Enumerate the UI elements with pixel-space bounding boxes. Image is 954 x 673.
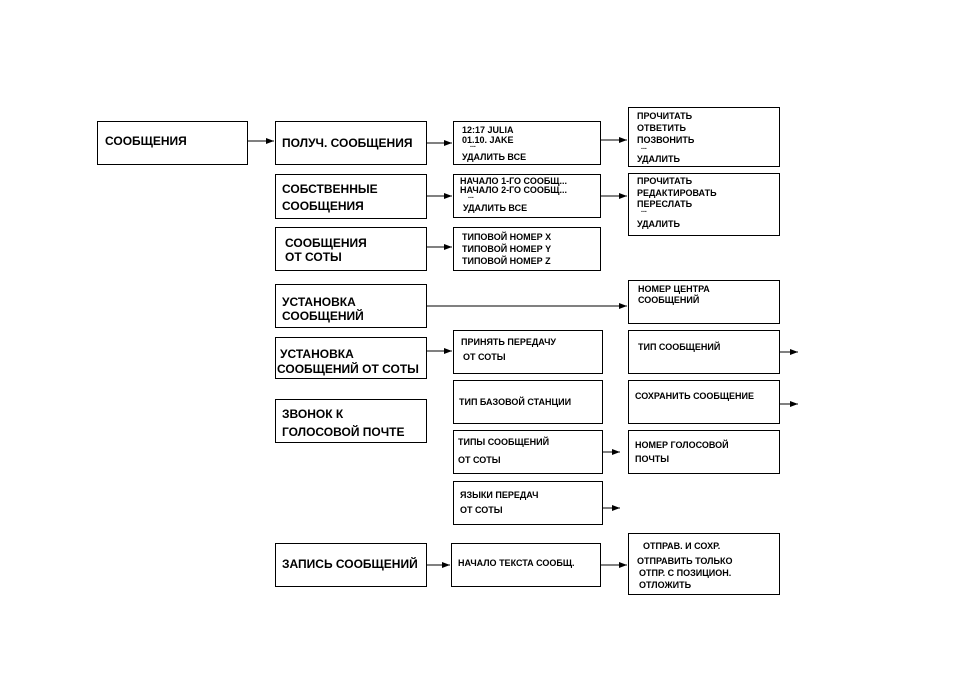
broadcast-languages-label-1: ЯЗЫКИ ПЕРЕДАЧ bbox=[460, 490, 539, 500]
cell-item-x[interactable]: ТИПОВОЙ НОМЕР X bbox=[462, 232, 552, 242]
own-messages-label-2: СООБЩЕНИЯ bbox=[282, 199, 364, 213]
cell-messages-box[interactable]: СООБЩЕНИЯ ОТ СОТЫ bbox=[275, 227, 427, 271]
send-and-save[interactable]: ОТПРАВ. И СОХР. bbox=[643, 541, 721, 551]
message-type-label: ТИП СООБЩЕНИЙ bbox=[638, 342, 721, 352]
own-list-box[interactable]: НАЧАЛО 1-ГО СООБЩ... НАЧАЛО 2-ГО СООБЩ..… bbox=[453, 174, 601, 218]
message-settings-box[interactable]: УСТАНОВКА СООБЩЕНИЙ bbox=[275, 284, 427, 328]
menu-ellipsis: ... bbox=[641, 144, 647, 151]
send-only[interactable]: ОТПРАВИТЬ ТОЛЬКО bbox=[637, 556, 733, 566]
own-messages-label-1: СОБСТВЕННЫЕ bbox=[282, 182, 378, 196]
text-start-label: НАЧАЛО ТЕКСТА СООБЩ. bbox=[458, 558, 575, 568]
cell-messages-label-2: ОТ СОТЫ bbox=[285, 250, 342, 264]
menu-call[interactable]: ПОЗВОНИТЬ bbox=[637, 135, 695, 145]
inbox-item-2[interactable]: 01.10. JAKE bbox=[462, 135, 514, 145]
own-delete-all[interactable]: УДАЛИТЬ ВСЕ bbox=[463, 203, 528, 213]
own-menu-box[interactable]: ПРОЧИТАТЬ РЕДАКТИРОВАТЬ ПЕРЕСЛАТЬ ... УД… bbox=[628, 173, 780, 236]
send-menu-box[interactable]: ОТПРАВ. И СОХР. ОТПРАВИТЬ ТОЛЬКО ОТПР. С… bbox=[628, 533, 780, 595]
cell-settings-label-2: СООБЩЕНИЙ ОТ СОТЫ bbox=[277, 362, 419, 376]
menu-reply[interactable]: ОТВЕТИТЬ bbox=[637, 123, 686, 133]
accept-broadcast-label-1: ПРИНЯТЬ ПЕРЕДАЧУ bbox=[461, 337, 557, 347]
received-messages-label: ПОЛУЧ. СООБЩЕНИЯ bbox=[282, 136, 413, 150]
cell-settings-label-1: УСТАНОВКА bbox=[280, 347, 354, 361]
own-messages-box[interactable]: СОБСТВЕННЫЕ СООБЩЕНИЯ bbox=[275, 174, 427, 219]
write-messages-label: ЗАПИСЬ СООБЩЕНИЙ bbox=[282, 557, 418, 571]
save-message-label: СОХРАНИТЬ СООБЩЕНИЕ bbox=[635, 391, 754, 401]
messages-box[interactable]: СООБЩЕНИЯ bbox=[97, 121, 248, 165]
inbox-delete-all[interactable]: УДАЛИТЬ ВСЕ bbox=[462, 152, 527, 162]
message-center-number-label-1: НОМЕР ЦЕНТРА bbox=[638, 284, 710, 294]
voicemail-number-label-2: ПОЧТЫ bbox=[635, 454, 670, 464]
own-menu-forward[interactable]: ПЕРЕСЛАТЬ bbox=[637, 199, 693, 209]
own-item-2[interactable]: НАЧАЛО 2-ГО СООБЩ... bbox=[460, 185, 567, 195]
own-ellipsis: ... bbox=[468, 193, 474, 200]
inbox-ellipsis: ... bbox=[470, 142, 476, 149]
message-center-number-label-2: СООБЩЕНИЙ bbox=[638, 295, 700, 305]
save-message-box[interactable]: СОХРАНИТЬ СООБЩЕНИЕ bbox=[628, 380, 780, 424]
own-item-1[interactable]: НАЧАЛО 1-ГО СООБЩ... bbox=[460, 176, 567, 186]
menu-read[interactable]: ПРОЧИТАТЬ bbox=[637, 111, 693, 121]
inbox-item-1[interactable]: 12:17 JULIA bbox=[462, 125, 514, 135]
broadcast-languages-label-2: ОТ СОТЫ bbox=[460, 505, 503, 515]
own-menu-ellipsis: ... bbox=[641, 207, 647, 214]
broadcast-languages-box[interactable]: ЯЗЫКИ ПЕРЕДАЧ ОТ СОТЫ bbox=[453, 481, 603, 525]
voicemail-call-label-2: ГОЛОСОВОЙ ПОЧТЕ bbox=[282, 425, 405, 439]
own-menu-read[interactable]: ПРОЧИТАТЬ bbox=[637, 176, 693, 186]
cell-messages-label-1: СООБЩЕНИЯ bbox=[285, 236, 367, 250]
menu-delete[interactable]: УДАЛИТЬ bbox=[637, 154, 680, 164]
own-menu-delete[interactable]: УДАЛИТЬ bbox=[637, 219, 680, 229]
voicemail-number-box[interactable]: НОМЕР ГОЛОСОВОЙ ПОЧТЫ bbox=[628, 430, 780, 474]
accept-broadcast-box[interactable]: ПРИНЯТЬ ПЕРЕДАЧУ ОТ СОТЫ bbox=[453, 330, 603, 374]
postpone[interactable]: ОТЛОЖИТЬ bbox=[639, 580, 692, 590]
messages-label: СООБЩЕНИЯ bbox=[105, 134, 187, 148]
message-types-box[interactable]: ТИПЫ СООБЩЕНИЙ ОТ СОТЫ bbox=[453, 430, 603, 474]
received-messages-box[interactable]: ПОЛУЧ. СООБЩЕНИЯ bbox=[275, 121, 427, 165]
read-menu-box[interactable]: ПРОЧИТАТЬ ОТВЕТИТЬ ПОЗВОНИТЬ ... УДАЛИТЬ bbox=[628, 107, 780, 167]
message-center-number-box[interactable]: НОМЕР ЦЕНТРА СООБЩЕНИЙ bbox=[628, 280, 780, 324]
write-messages-box[interactable]: ЗАПИСЬ СООБЩЕНИЙ bbox=[275, 543, 427, 587]
message-types-label-1: ТИПЫ СООБЩЕНИЙ bbox=[458, 437, 550, 447]
message-settings-label-1: УСТАНОВКА bbox=[282, 295, 356, 309]
message-types-label-2: ОТ СОТЫ bbox=[458, 455, 501, 465]
cell-list-box[interactable]: ТИПОВОЙ НОМЕР X ТИПОВОЙ НОМЕР Y ТИПОВОЙ … bbox=[453, 227, 601, 271]
send-with-position[interactable]: ОТПР. С ПОЗИЦИОН. bbox=[639, 568, 732, 578]
base-station-type-box[interactable]: ТИП БАЗОВОЙ СТАНЦИИ bbox=[453, 380, 603, 424]
voicemail-number-label-1: НОМЕР ГОЛОСОВОЙ bbox=[635, 440, 729, 450]
base-station-type-label: ТИП БАЗОВОЙ СТАНЦИИ bbox=[459, 397, 572, 407]
message-settings-label-2: СООБЩЕНИЙ bbox=[282, 309, 364, 323]
accept-broadcast-label-2: ОТ СОТЫ bbox=[463, 352, 506, 362]
inbox-list-box[interactable]: 12:17 JULIA 01.10. JAKE ... УДАЛИТЬ ВСЕ bbox=[453, 121, 601, 165]
own-menu-edit[interactable]: РЕДАКТИРОВАТЬ bbox=[637, 188, 717, 198]
cell-item-y[interactable]: ТИПОВОЙ НОМЕР Y bbox=[462, 244, 552, 254]
cell-settings-box[interactable]: УСТАНОВКА СООБЩЕНИЙ ОТ СОТЫ bbox=[275, 337, 427, 379]
text-start-box[interactable]: НАЧАЛО ТЕКСТА СООБЩ. bbox=[451, 543, 601, 587]
voicemail-call-label-1: ЗВОНОК К bbox=[282, 407, 344, 421]
voicemail-call-box[interactable]: ЗВОНОК К ГОЛОСОВОЙ ПОЧТЕ bbox=[275, 399, 427, 443]
cell-item-z[interactable]: ТИПОВОЙ НОМЕР Z bbox=[462, 256, 551, 266]
message-type-box[interactable]: ТИП СООБЩЕНИЙ bbox=[628, 330, 780, 374]
